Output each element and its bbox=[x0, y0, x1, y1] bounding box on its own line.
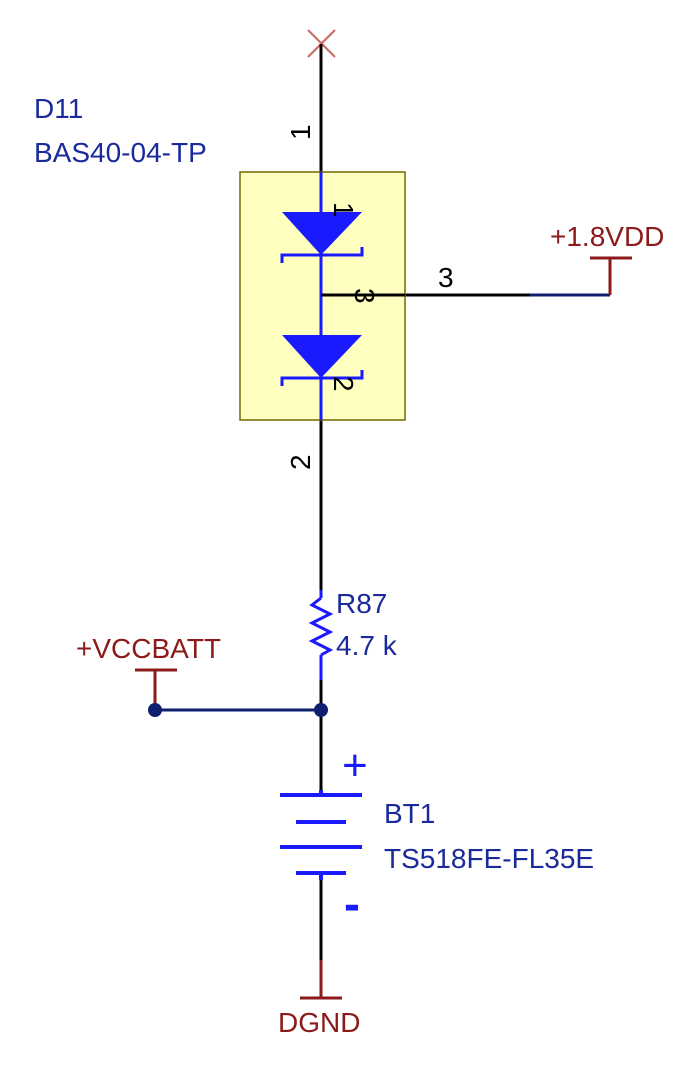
resistor-r87[interactable] bbox=[308, 545, 334, 680]
battery-plus-sign: + bbox=[342, 741, 368, 790]
bt1-value-label: TS518FE-FL35E bbox=[384, 843, 594, 874]
d11-ref-label: D11 bbox=[34, 93, 83, 124]
bt1-ref-label: BT1 bbox=[384, 798, 435, 829]
d11-pin2-inner-label: 2 bbox=[328, 376, 359, 392]
gnd-net-label: DGND bbox=[278, 1007, 360, 1038]
d11-pin1-inner-label: 1 bbox=[328, 202, 359, 218]
junction-dot-right bbox=[314, 703, 328, 717]
vdd-net-label: +1.8VDD bbox=[550, 221, 664, 252]
d11-pin2-label: 2 bbox=[285, 454, 316, 470]
d11-pin3-inner-label: 3 bbox=[349, 288, 380, 304]
ground-symbol[interactable] bbox=[300, 960, 342, 1000]
diode-lower-icon bbox=[282, 335, 362, 378]
r87-value-label: 4.7 k bbox=[336, 630, 398, 661]
r87-ref-label: R87 bbox=[336, 588, 387, 619]
vdd-power-symbol[interactable] bbox=[590, 256, 632, 295]
vccbatt-net-label: +VCCBATT bbox=[76, 633, 221, 664]
d11-pin1-label: 1 bbox=[285, 124, 316, 140]
vccbatt-wire bbox=[155, 680, 323, 712]
no-connect-marker bbox=[307, 29, 336, 58]
junction-dot-left bbox=[148, 703, 162, 717]
battery-minus-sign: - bbox=[344, 878, 360, 931]
d11-pin3-label: 3 bbox=[438, 262, 454, 293]
battery-bt1[interactable] bbox=[280, 790, 362, 880]
d11-value-label: BAS40-04-TP bbox=[34, 137, 207, 168]
diode-d11[interactable] bbox=[239, 171, 406, 421]
resistor-zigzag-icon bbox=[308, 596, 334, 657]
diode-upper-icon bbox=[282, 212, 362, 255]
